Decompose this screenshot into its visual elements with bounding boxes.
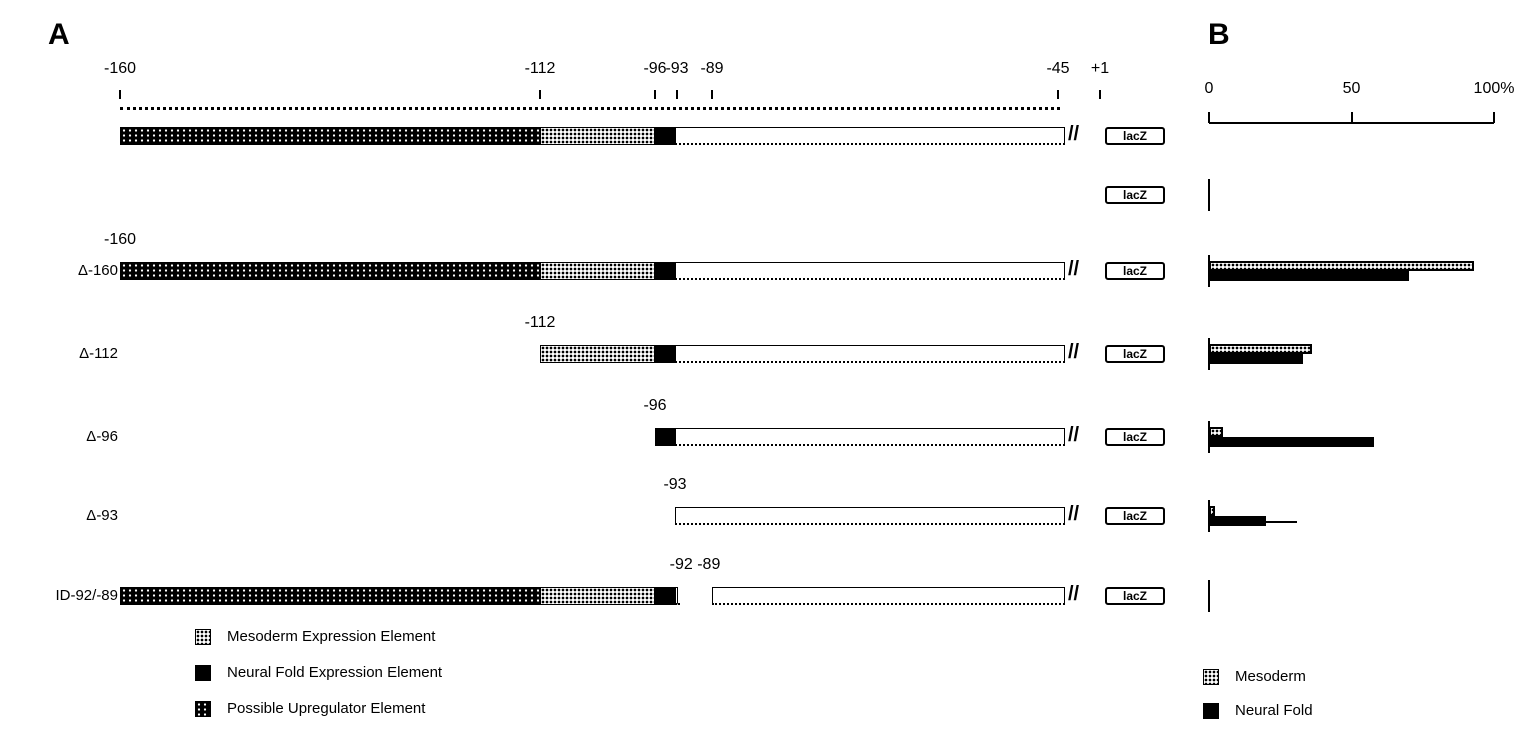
plain-segment [675, 127, 1065, 145]
upregulator-swatch [195, 700, 211, 717]
break-symbol: // [1068, 341, 1080, 363]
deletion-start-label: -160 [103, 231, 137, 248]
lacz-reporter-box: lacZ [1105, 127, 1165, 145]
break-symbol: // [1068, 424, 1080, 446]
mesoderm-swatch [195, 628, 211, 645]
meso-segment [540, 262, 655, 280]
panel-b-letter: B [1208, 18, 1230, 51]
mesoderm-bar [1209, 506, 1215, 516]
position-label: +1 [1090, 60, 1110, 77]
position-tick [1057, 90, 1059, 99]
axis-tick-label: 50 [1342, 80, 1361, 97]
neural-fold-bar [1209, 271, 1409, 281]
position-label: -112 [524, 60, 556, 77]
deletion-start-label: -112 [524, 314, 556, 331]
lacz-reporter-box: lacZ [1105, 507, 1165, 525]
axis-tick-label: 0 [1204, 80, 1214, 97]
legend-mesoderm: Mesoderm [1203, 668, 1313, 685]
position-label: -96 [643, 60, 667, 77]
panel-b-legend: Mesoderm Neural Fold [1203, 668, 1313, 719]
plain-segment [675, 345, 1065, 363]
position-label: -89 [700, 60, 724, 77]
plain-segment [712, 587, 1065, 605]
position-tick [119, 90, 121, 99]
legend-label: Possible Upregulator Element [227, 700, 426, 717]
legend-label: Neural Fold Expression Element [227, 664, 443, 681]
deletion-start-label: -92 -89 [669, 556, 721, 573]
construct-label: Δ-112 [79, 345, 118, 362]
upreg-segment [120, 127, 540, 145]
lacz-reporter-box: lacZ [1105, 428, 1165, 446]
x-axis [1209, 122, 1494, 124]
meso-segment [540, 127, 655, 145]
mesoderm-bar [1209, 344, 1312, 354]
meso-segment [540, 345, 655, 363]
plain-segment [675, 507, 1065, 525]
construct-label: Δ-96 [86, 428, 118, 445]
deletion-start-label: -93 [663, 476, 687, 493]
neural-swatch [195, 664, 211, 681]
plain-segment [675, 428, 1065, 446]
lacz-reporter-box: lacZ [1105, 186, 1165, 204]
legend-neural-element: Neural Fold Expression Element [195, 664, 442, 681]
lacz-reporter-box: lacZ [1105, 262, 1165, 280]
lacz-reporter-box: lacZ [1105, 587, 1165, 605]
baseline-tick [1208, 580, 1210, 612]
plain-segment [675, 587, 678, 605]
plain-segment [675, 262, 1065, 280]
sequence-line [120, 107, 1060, 113]
panel-a-legend: Mesoderm Expression Element Neural Fold … [195, 628, 442, 717]
position-tick [1099, 90, 1101, 99]
mesoderm-bar [1209, 261, 1475, 271]
construct-label: Δ-93 [86, 507, 118, 524]
legend-label: Mesoderm Expression Element [227, 628, 436, 645]
neural-segment [655, 345, 675, 363]
neural-fold-bar [1209, 437, 1375, 447]
upreg-segment [120, 587, 540, 605]
position-label: -93 [665, 60, 689, 77]
deletion-start-label: -96 [643, 397, 667, 414]
axis-tick [1493, 112, 1495, 123]
legend-neural-fold: Neural Fold [1203, 702, 1313, 719]
legend-label: Neural Fold [1235, 702, 1313, 719]
position-label: -160 [103, 60, 137, 77]
break-symbol: // [1068, 583, 1080, 605]
upreg-segment [120, 262, 540, 280]
neural-segment [655, 587, 675, 605]
axis-tick [1208, 112, 1210, 123]
position-label: -45 [1046, 60, 1070, 77]
error-bar [1266, 521, 1298, 523]
neural-fold-bar [1209, 516, 1266, 526]
legend-mesoderm-element: Mesoderm Expression Element [195, 628, 442, 645]
position-tick [654, 90, 656, 99]
baseline-tick [1208, 179, 1210, 211]
neural-segment [655, 127, 675, 145]
break-symbol: // [1068, 503, 1080, 525]
construct-label: ID-92/-89 [55, 587, 118, 604]
axis-tick-label: 100% [1473, 80, 1515, 97]
panel-a-letter: A [48, 18, 70, 51]
position-tick [539, 90, 541, 99]
mesoderm-bar [1209, 427, 1224, 437]
break-symbol: // [1068, 123, 1080, 145]
neural-segment [655, 428, 675, 446]
break-symbol: // [1068, 258, 1080, 280]
position-tick [676, 90, 678, 99]
mesoderm-swatch [1203, 668, 1219, 685]
neural-swatch [1203, 702, 1219, 719]
legend-label: Mesoderm [1235, 668, 1306, 685]
construct-label: Δ-160 [77, 262, 118, 279]
neural-segment [655, 262, 675, 280]
legend-upregulator-element: Possible Upregulator Element [195, 700, 442, 717]
neural-fold-bar [1209, 354, 1304, 364]
lacz-reporter-box: lacZ [1105, 345, 1165, 363]
axis-tick [1350, 112, 1353, 123]
position-tick [711, 90, 713, 99]
meso-segment [540, 587, 655, 605]
